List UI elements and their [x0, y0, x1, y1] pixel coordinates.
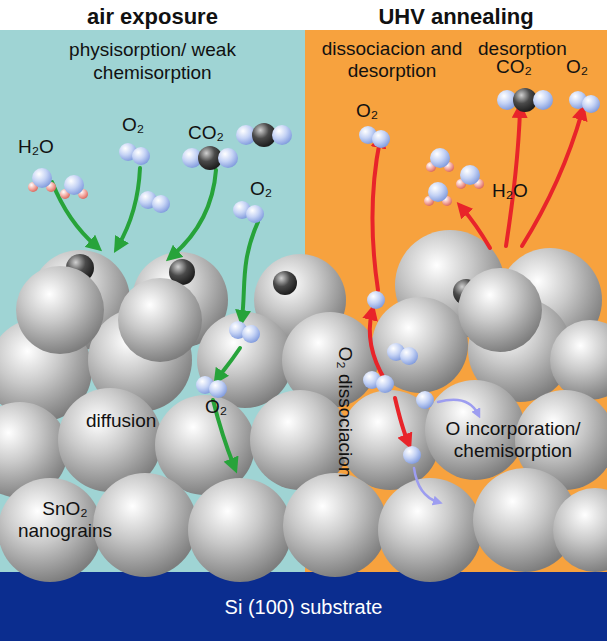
diagram-label: CO₂	[496, 56, 532, 78]
diagram-label: dissociacion and desorption	[312, 38, 472, 82]
diagram-label: O₂	[122, 114, 144, 136]
diagram-label: O₂	[566, 56, 588, 78]
process-panel: UHV annealing	[305, 0, 607, 572]
panel-text: physisorption/ weak chemisorption	[20, 38, 285, 84]
process-panel: air exposure physisorption/ weak chemisor…	[0, 0, 305, 572]
substrate-band: Si (100) substrate	[0, 572, 607, 641]
diagram-label: H₂O	[492, 180, 528, 202]
diagram-label: O incorporation/ chemisorption	[425, 418, 601, 462]
diagram-label: O₂	[356, 100, 378, 122]
diagram-label: diffusion	[86, 410, 156, 432]
diagram-label: O₂	[250, 178, 272, 200]
diagram-label: CO₂	[188, 122, 224, 144]
panel-heading: UHV annealing	[309, 4, 603, 30]
diagram-label: H₂O	[18, 136, 54, 158]
diagram-label: O₂	[205, 396, 227, 418]
panel-text: Si (100) substrate	[4, 595, 603, 619]
panel-heading: air exposure	[4, 4, 301, 30]
diagram-label: SnO₂ nanograins	[6, 498, 124, 542]
rotated-label: O₂ dissociacion	[334, 347, 356, 478]
